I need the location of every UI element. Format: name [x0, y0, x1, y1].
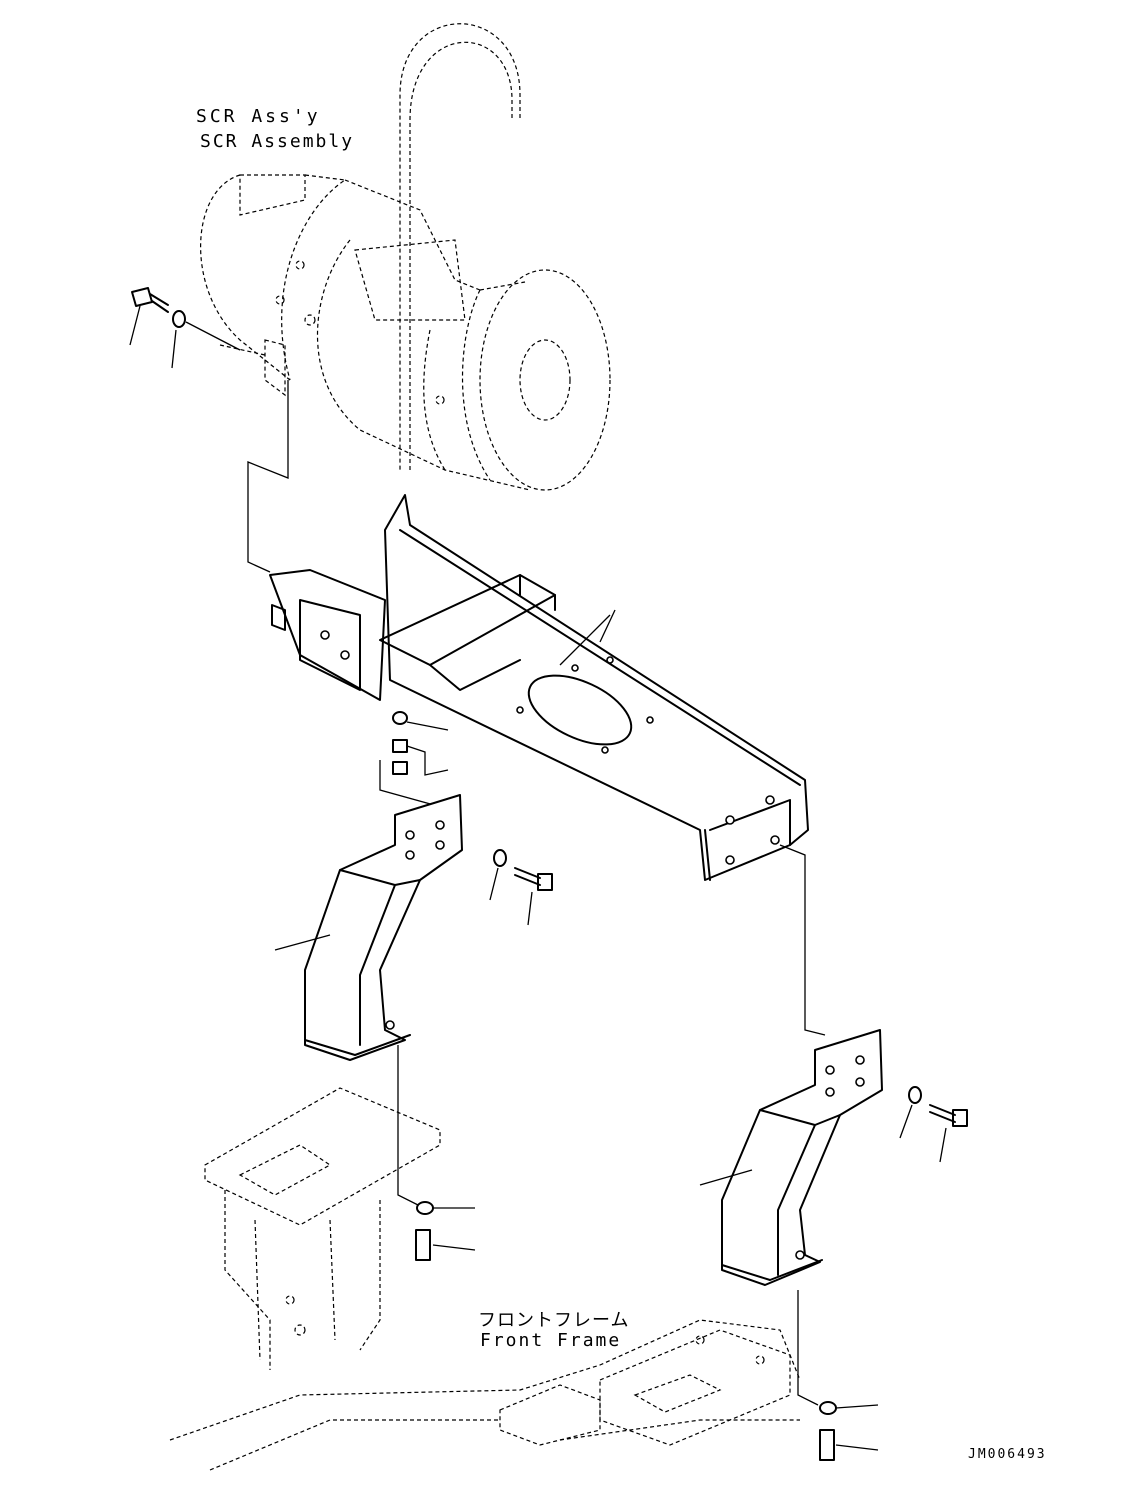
support-leg-left [274, 794, 463, 1061]
fasteners-center [379, 711, 453, 811]
leader-line-scr [247, 380, 289, 573]
leader-line-right [779, 844, 826, 1036]
support-leg-right [699, 1029, 883, 1286]
bolt-left-leg [489, 849, 553, 926]
bolt-right-leg [899, 1086, 968, 1163]
label-scr-assembly: SCR Assembly [200, 131, 355, 152]
label-scr-assy: SCR Ass'y [196, 106, 321, 127]
bolt-under-right-leg [797, 1290, 879, 1461]
bolt-under-left-leg [397, 1045, 476, 1261]
label-front-frame-jp: フロントフレーム [478, 1310, 630, 1331]
drawing-number: JM006493 [968, 1447, 1047, 1462]
front-frame [169, 1087, 801, 1471]
main-bracket [269, 494, 809, 881]
label-front-frame-en: Front Frame [480, 1330, 622, 1351]
scr-assembly [200, 23, 611, 491]
bolt-upper-left [129, 287, 241, 369]
